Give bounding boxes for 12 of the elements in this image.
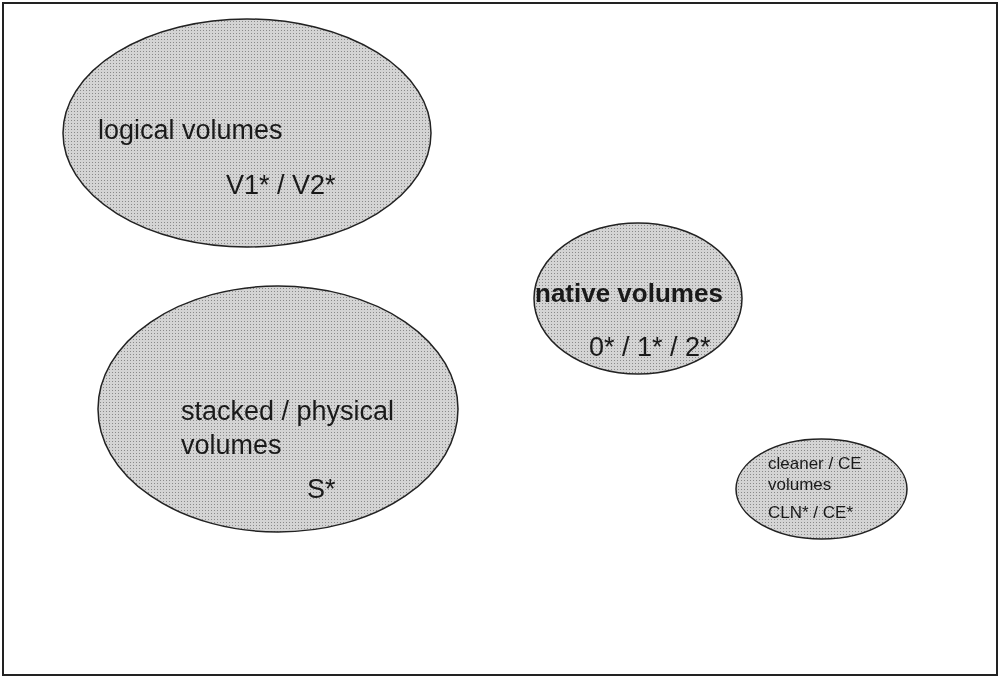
volume-ellipse bbox=[735, 438, 908, 540]
volume-label: 0* / 1* / 2* bbox=[589, 331, 712, 364]
volume-ellipse bbox=[62, 18, 432, 248]
volume-ellipse bbox=[533, 222, 743, 375]
volume-label: stacked / physical volumes bbox=[181, 395, 396, 462]
volume-label: logical volumes bbox=[98, 114, 284, 147]
volume-label: CLN* / CE* bbox=[768, 502, 855, 524]
volume-label: S* bbox=[307, 473, 337, 506]
volume-ellipse bbox=[97, 285, 459, 533]
volume-label: cleaner / CE volumes bbox=[768, 453, 863, 496]
volume-label: native volumes bbox=[535, 277, 724, 310]
volume-label: V1* / V2* bbox=[226, 169, 337, 202]
